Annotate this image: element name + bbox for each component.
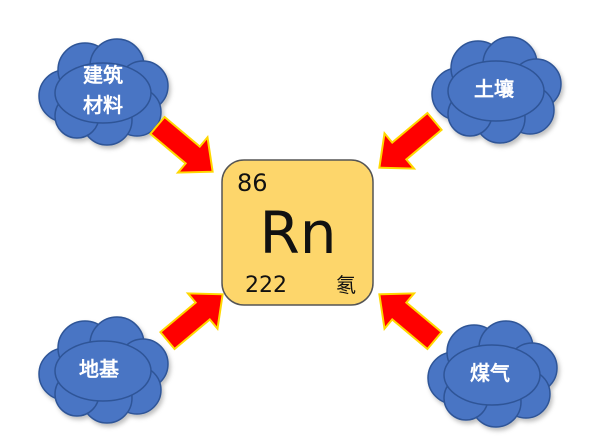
element-symbol: Rn — [259, 199, 336, 267]
cloud-gas: 煤气 — [427, 320, 558, 428]
atomic-number: 86 — [237, 169, 268, 197]
cloud-soil: 土壤 — [431, 36, 562, 144]
cloud-foundation: 地基 — [38, 316, 169, 424]
cloud-label-line-2: 材料 — [83, 93, 123, 117]
cloud-label: 地基 — [79, 357, 120, 381]
arrow-from-gas — [363, 275, 451, 360]
cloud-label: 煤气 — [470, 361, 510, 385]
arrow-from-soil — [363, 102, 451, 187]
cloud-label-line-1: 建筑 — [83, 63, 123, 87]
element-tile-background — [221, 159, 374, 306]
element-name: 氡 — [336, 273, 356, 297]
cloud-building-materials: 建筑 材料 — [38, 38, 169, 146]
cloud-label: 土壤 — [474, 77, 515, 101]
element-tile: 86 Rn 222 氡 — [221, 159, 374, 306]
atomic-mass: 222 — [245, 273, 287, 298]
